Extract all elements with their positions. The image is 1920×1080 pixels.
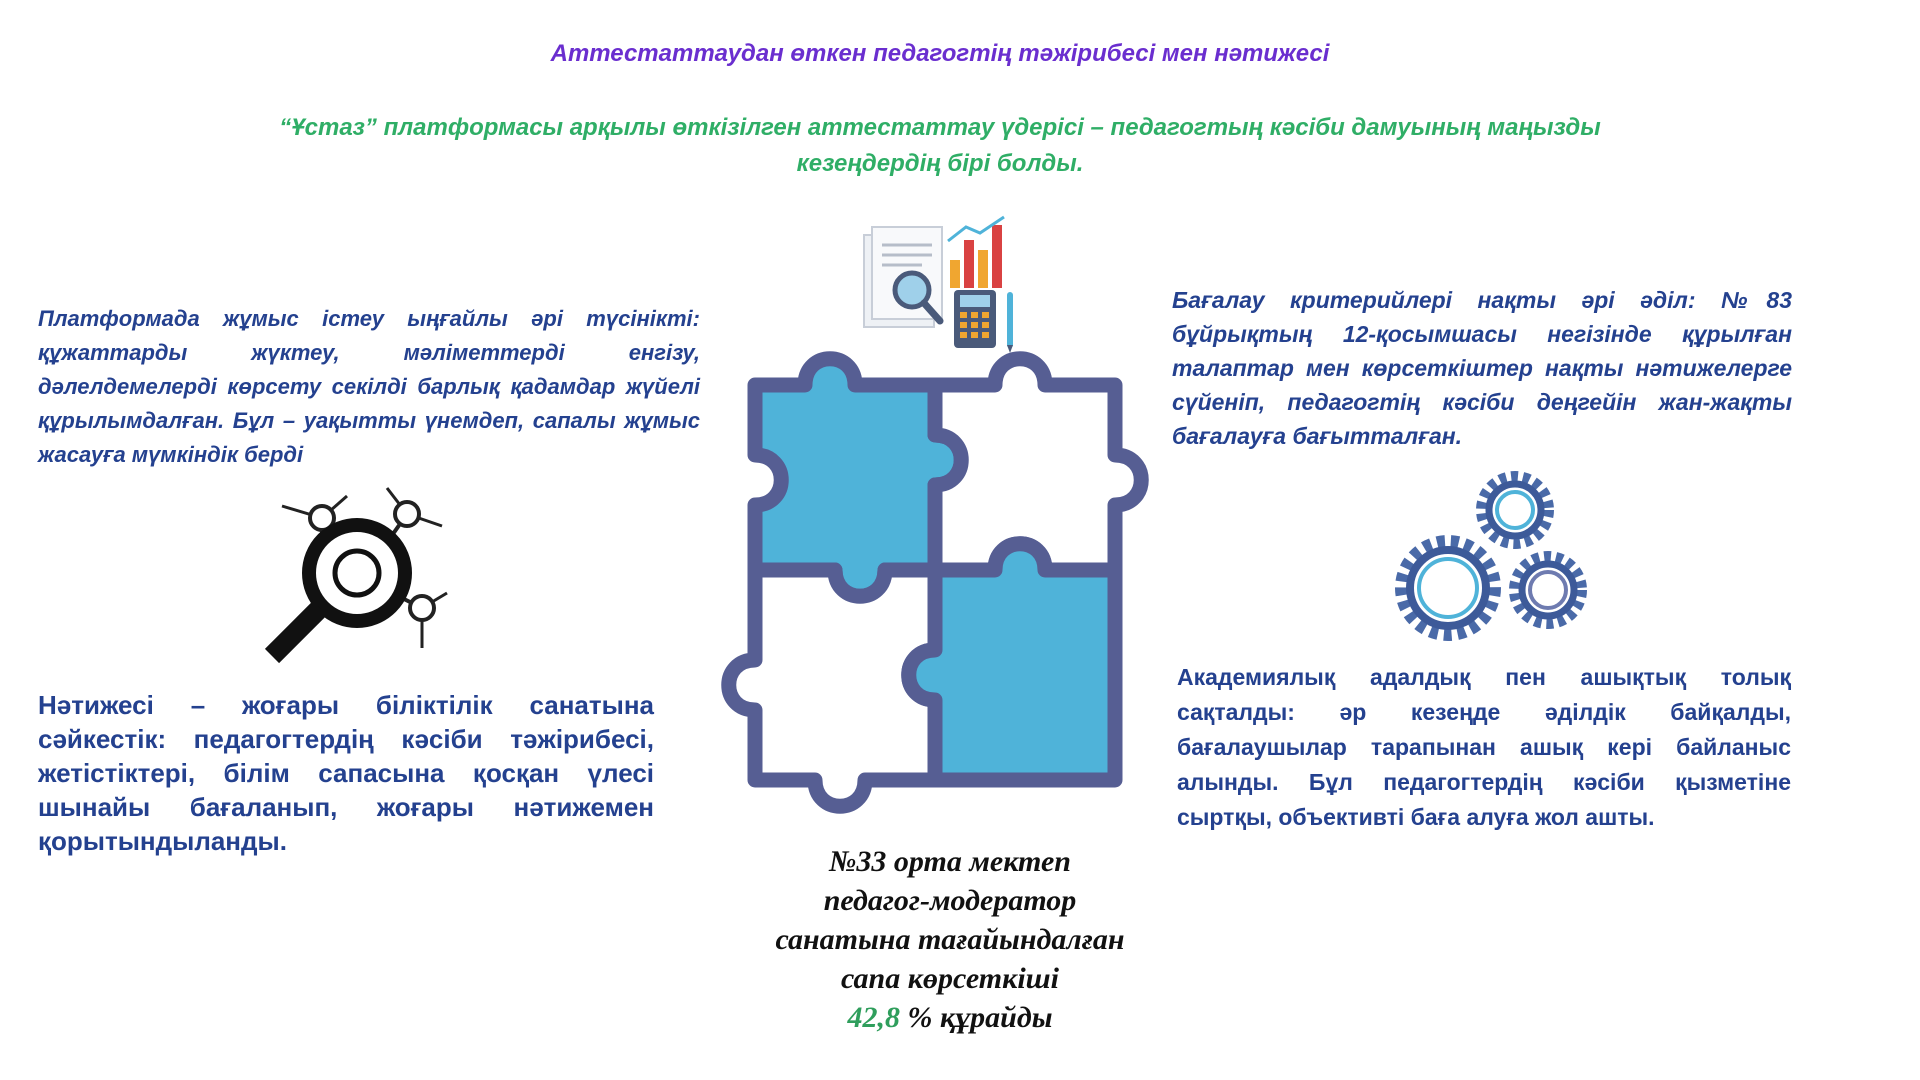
percent-line: 42,8 % құрайды xyxy=(720,998,1180,1037)
page-subtitle: “Ұстаз” платформасы арқылы өткізілген ат… xyxy=(279,114,1601,177)
school-line: №33 орта мектеп xyxy=(828,845,1071,878)
page-title: Аттестаттаудан өткен педагогтің тәжірибе… xyxy=(550,40,1330,67)
indicator-line: сапа көрсеткіші xyxy=(841,962,1059,995)
platform-usability-text: Платформада жұмыс істеу ыңғайлы әрі түсі… xyxy=(38,306,700,467)
quality-indicator-block: №33 орта мектеп педагог-модератор санаты… xyxy=(720,842,1180,1037)
percent-value: 42,8 xyxy=(847,1001,900,1034)
evaluation-criteria-text: Бағалау критерийлері нақты әрі әділ: №83… xyxy=(1172,287,1792,449)
magnifier-network-icon xyxy=(264,487,448,664)
gears-icon xyxy=(1395,471,1587,641)
puzzle-piece-top-right xyxy=(927,351,1149,578)
result-text: Нәтижесі – жоғары біліктілік санатына сә… xyxy=(38,690,654,856)
percent-suffix: % құрайды xyxy=(899,1001,1053,1034)
category-line: педагог-модератор xyxy=(823,884,1077,917)
puzzle-piece-bottom-right xyxy=(901,536,1123,788)
assigned-line: санатына тағайындалған xyxy=(775,923,1125,956)
analytics-icon xyxy=(863,215,1013,353)
academic-integrity-text: Академиялық адалдық пен ашықтық толық са… xyxy=(1177,664,1791,830)
puzzle-icon xyxy=(721,351,1149,814)
